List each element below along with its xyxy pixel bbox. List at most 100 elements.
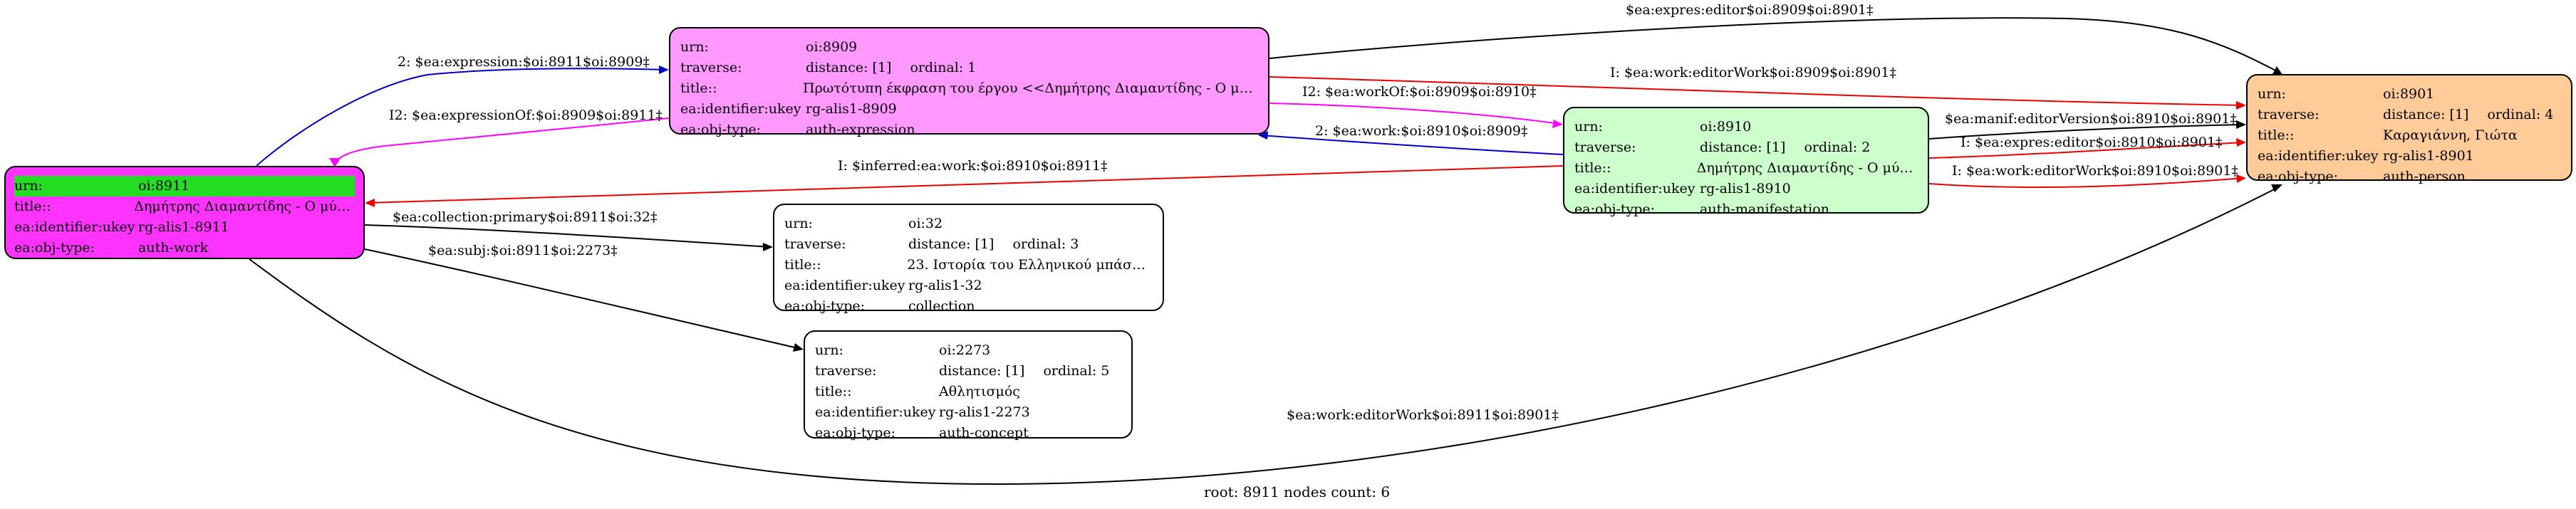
field-value: rg-alis1-2273 <box>939 404 1030 420</box>
edge-e2 <box>334 117 670 167</box>
traverse-ordinal: ordinal: 2 <box>1804 140 1871 155</box>
edge-label-e11: $ea:collection:primary$oi:8911$oi:32‡ <box>393 209 658 225</box>
field-value: rg-alis1-32 <box>908 278 982 293</box>
edge-e11-arrowhead <box>763 243 773 251</box>
field-key: ea:identifier:ukey <box>14 219 135 235</box>
edge-e5-arrowhead <box>1552 120 1563 128</box>
edge-e6 <box>1260 135 1564 155</box>
edge-label-e13: $ea:work:editorWork$oi:8911$oi:8901‡ <box>1287 407 1559 423</box>
field-key: urn: <box>784 216 813 231</box>
node-row-title: title::Δημήτρης Διαμαντίδης - Ο μύθος <box>14 196 353 217</box>
traverse-distance: distance: [1] <box>939 363 1025 379</box>
node-oi-8909[interactable]: urn:oi:8909 traverse:distance: [1]ordina… <box>669 27 1269 137</box>
node-row-title: title::Πρωτότυπη έκφραση του έργου <<Δημ… <box>680 78 1258 99</box>
edge-label-e9: I: $ea:expres:editor$oi:8910$oi:8901‡ <box>1960 135 2223 150</box>
field-key: urn: <box>815 342 843 358</box>
node-row-type: ea:obj-type:auth-manifestation <box>1574 199 1918 220</box>
node-row-title: title::Δημήτρης Διαμαντίδης - Ο μύθος <box>1574 158 1918 179</box>
field-value: rg-alis1-8911 <box>138 219 229 235</box>
node-row-traverse: traverse:distance: [1]ordinal: 5 <box>815 361 1121 382</box>
node-oi-8910[interactable]: urn:oi:8910 traverse:distance: [1]ordina… <box>1563 107 1929 217</box>
edge-e8-arrowhead <box>2236 120 2246 129</box>
field-key: ea:obj-type: <box>680 122 762 137</box>
field-value: oi:8910 <box>1700 119 1752 135</box>
traverse-ordinal: ordinal: 3 <box>1012 236 1079 252</box>
edge-e12 <box>364 248 801 350</box>
node-row-urn: urn: oi:32 <box>784 214 1153 234</box>
field-value: oi:32 <box>908 216 943 231</box>
node-row-type: ea:obj-type:auth-concept <box>815 423 1121 444</box>
field-value: auth-expression <box>806 122 915 137</box>
node-row-traverse: traverse: distance: [1] ordinal: 3 <box>784 234 1153 255</box>
field-key: traverse: <box>784 236 846 252</box>
node-row-type: ea:obj-type: auth-person <box>2258 167 2561 187</box>
node-row-urn: urn:oi:2273 <box>815 340 1121 361</box>
field-key: title:: <box>680 80 717 96</box>
field-value: rg-alis1-8909 <box>806 101 897 117</box>
field-value: rg-alis1-8901 <box>2383 148 2474 164</box>
edge-e3 <box>1269 17 2280 73</box>
edge-label-e6: 2: $ea:work:$oi:8910$oi:8909‡ <box>1315 123 1528 139</box>
edge-label-e7: I: $inferred:ea:work:$oi:8910$oi:8911‡ <box>838 158 1108 174</box>
field-value: auth-person <box>2383 169 2466 184</box>
field-value: 23. Ιστορία του Ελληνικού μπάσκετ <box>907 257 1153 273</box>
field-key: urn: <box>2258 86 2286 102</box>
node-oi-2273[interactable]: urn:oi:2273 traverse:distance: [1]ordina… <box>804 330 1133 441</box>
edge-label-e3: $ea:expres:editor$oi:8909$oi:8901‡ <box>1626 2 1874 18</box>
graph-footer-label: root: 8911 nodes count: 6 <box>1204 483 1391 500</box>
edge-e13-arrowhead <box>2271 184 2282 192</box>
traverse-ordinal: ordinal: 1 <box>910 60 977 75</box>
field-key: title:: <box>1574 160 1611 176</box>
field-value: Πρωτότυπη έκφραση του έργου <<Δημήτρης Δ… <box>803 80 1258 96</box>
edge-e9-arrowhead <box>2236 138 2246 147</box>
traverse-distance: distance: [1] <box>1700 140 1786 155</box>
node-oi-8901[interactable]: urn:oi:8901 traverse:distance: [1]ordina… <box>2246 74 2572 184</box>
edge-label-e1: 2: $ea:expression:$oi:8911$oi:8909‡ <box>398 54 650 70</box>
field-key: ea:obj-type: <box>784 298 866 314</box>
node-row-urn: urn:oi:8901 <box>2258 84 2561 105</box>
field-key: ea:obj-type: <box>2258 169 2339 184</box>
field-key: title:: <box>815 384 852 399</box>
node-row-urn: urn:oi:8911 <box>14 176 355 196</box>
node-row-traverse: traverse:distance: [1]ordinal: 4 <box>2258 105 2561 125</box>
edge-e4 <box>1269 76 2245 106</box>
edge-e9 <box>1928 142 2245 159</box>
field-key: urn: <box>680 39 709 55</box>
field-value: rg-alis1-8910 <box>1700 181 1791 196</box>
edge-label-e5: I2: $ea:workOf:$oi:8909$oi:8910‡ <box>1302 84 1537 100</box>
node-row-urn: urn:oi:8910 <box>1574 117 1918 137</box>
edge-e2-arrowhead <box>329 158 341 167</box>
edge-e1-arrowhead <box>659 65 669 74</box>
field-key: title:: <box>784 257 821 273</box>
traverse-distance: distance: [1] <box>908 236 994 252</box>
field-value: collection <box>908 298 975 314</box>
field-value: oi:8911 <box>138 178 190 194</box>
edge-label-e10: I: $ea:work:editorWork$oi:8910$oi:8901‡ <box>1952 163 2238 179</box>
node-oi-8911[interactable]: urn:oi:8911 title::Δημήτρης Διαμαντίδης … <box>4 166 365 259</box>
edge-e4-arrowhead <box>2236 101 2246 110</box>
node-row-type: ea:obj-type:auth-work <box>14 238 353 258</box>
edge-e3-arrowhead <box>2273 66 2282 75</box>
edge-e5 <box>1269 103 1561 125</box>
edge-label-e12: $ea:subj:$oi:8911$oi:2273‡ <box>428 243 618 258</box>
edge-e8 <box>1928 124 2245 140</box>
edge-label-e8: $ea:manif:editorVersion$oi:8910$oi:8901‡ <box>1945 111 2237 127</box>
traverse-ordinal: ordinal: 4 <box>2487 107 2554 122</box>
field-key: ea:identifier:ukey <box>2258 148 2379 164</box>
traverse-ordinal: ordinal: 5 <box>1043 363 1110 379</box>
field-key: ea:obj-type: <box>1574 201 1656 217</box>
edge-e10 <box>1928 177 2245 189</box>
edge-e12-arrowhead <box>793 343 804 352</box>
field-value: Καραγιάννη, Γιώτα <box>2383 127 2518 143</box>
node-oi-32[interactable]: urn: oi:32 traverse: distance: [1] ordinal:… <box>773 204 1164 314</box>
field-value: oi:8909 <box>806 39 858 55</box>
edge-e1 <box>256 68 667 167</box>
edge-e7 <box>367 165 1564 204</box>
node-row-title: title::23. Ιστορία του Ελληνικού μπάσκετ <box>784 255 1153 276</box>
edge-e10-arrowhead <box>2236 174 2246 183</box>
edge-e13 <box>249 186 2280 486</box>
